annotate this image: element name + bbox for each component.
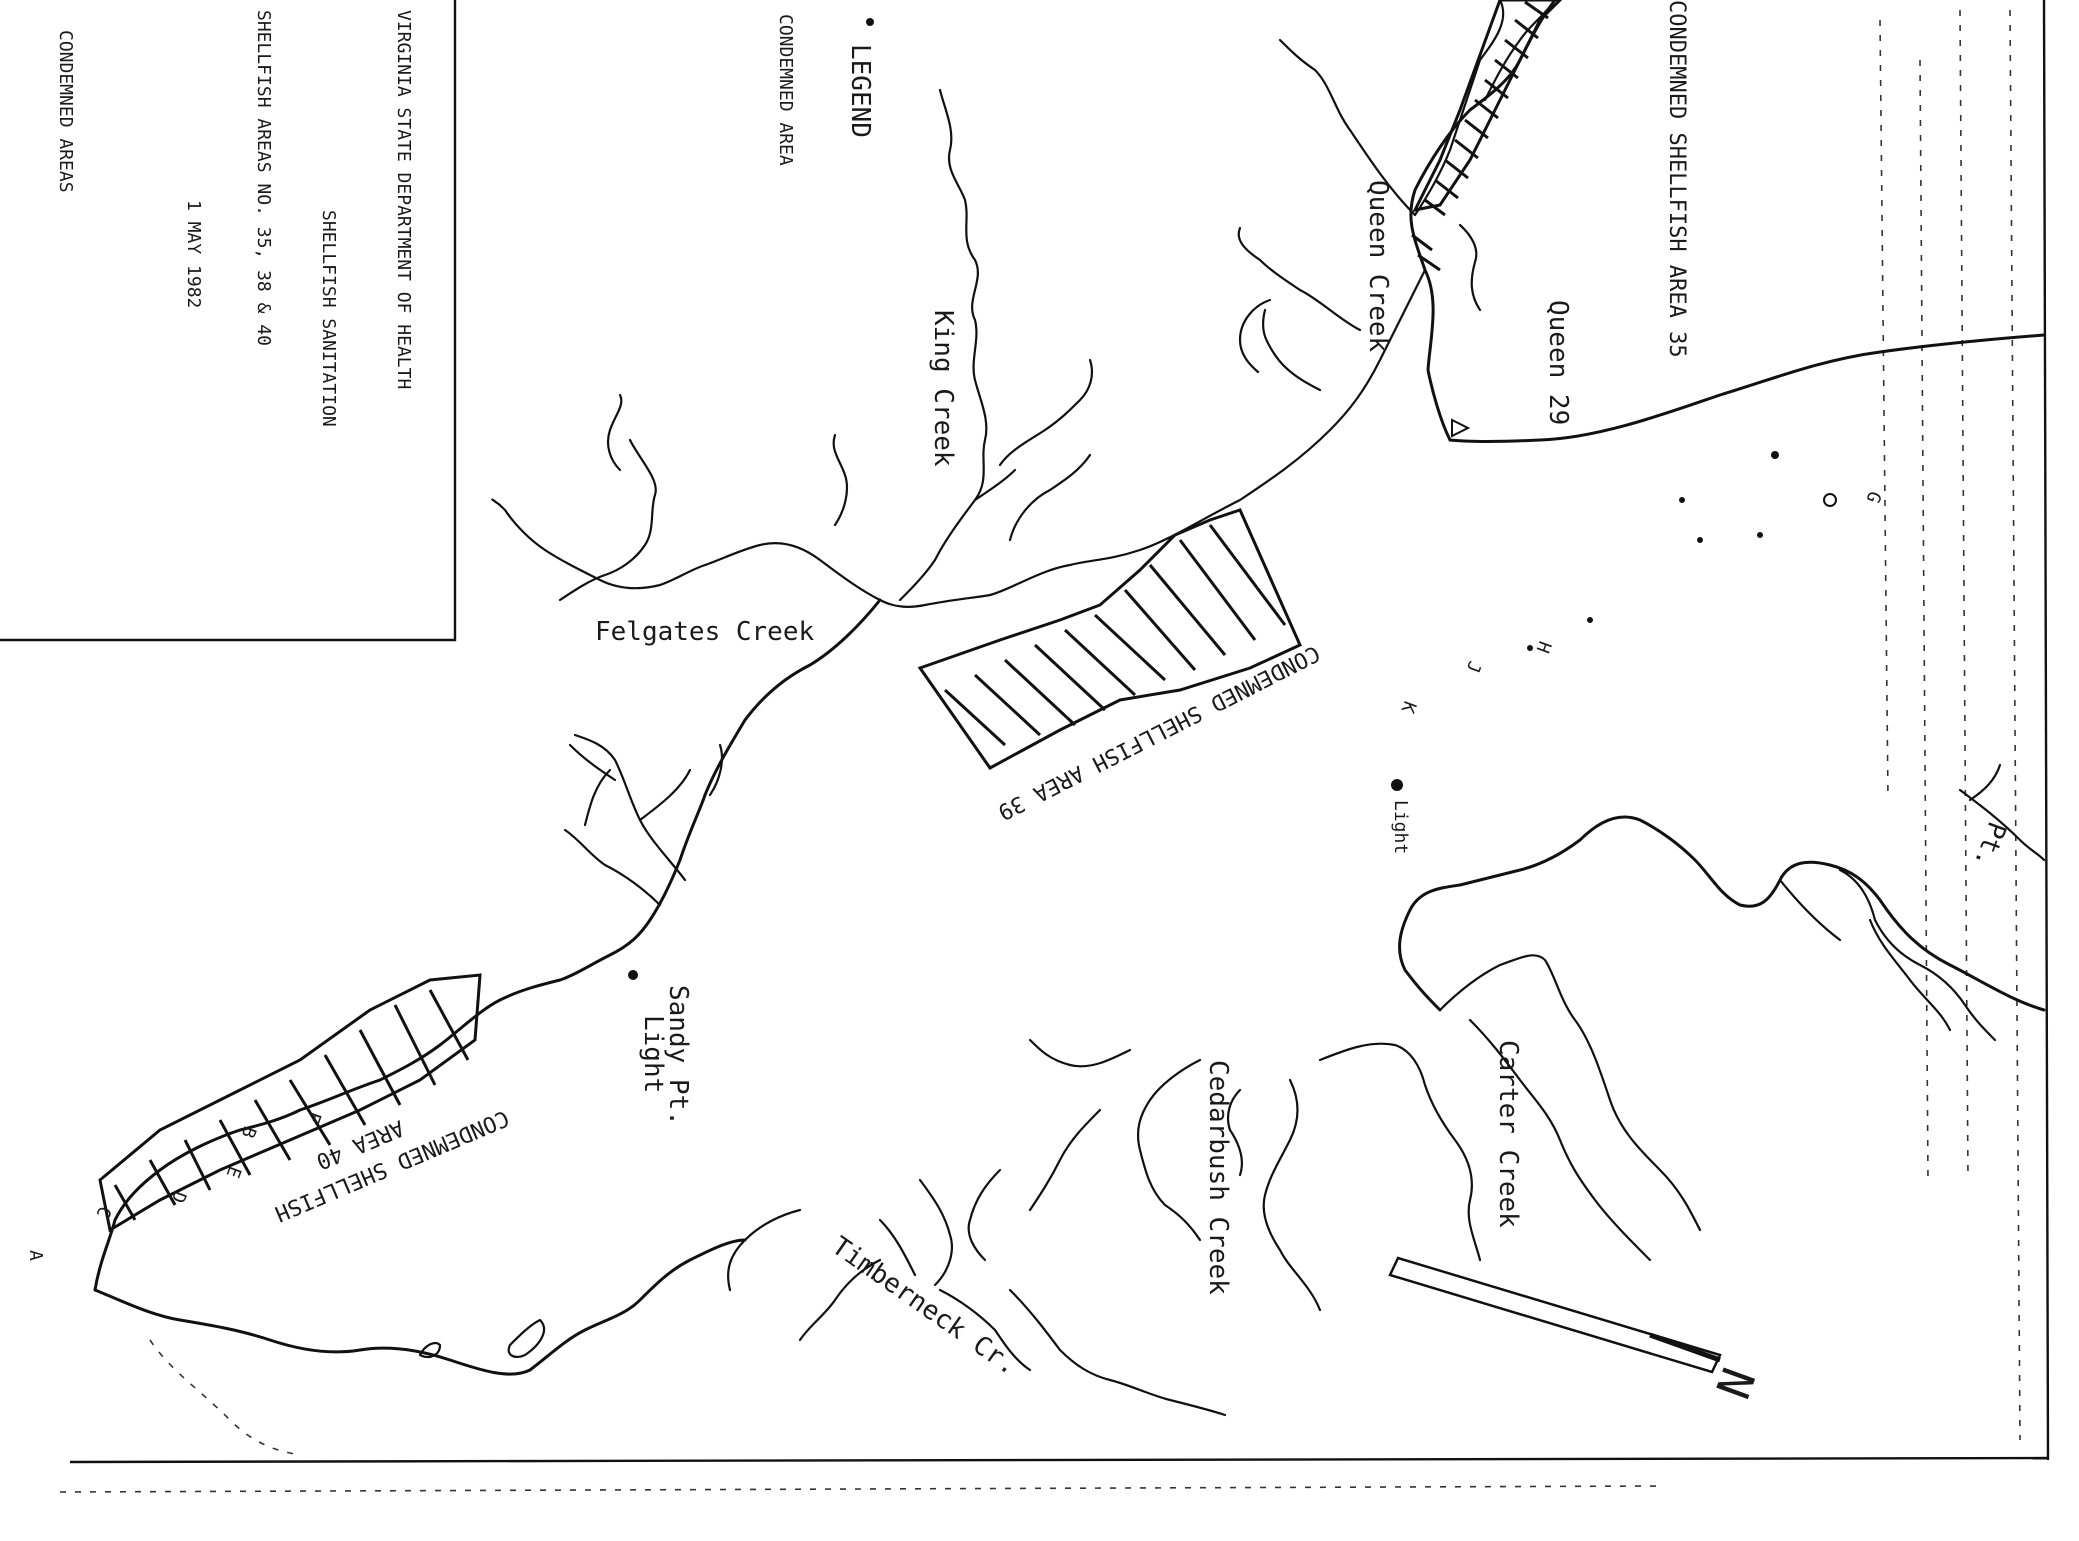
queen-29-label: Queen 29 bbox=[1543, 300, 1573, 425]
north-arrow-letter: N bbox=[1706, 1361, 1766, 1406]
north-arrow: N bbox=[1388, 1256, 1767, 1406]
legend-item: CONDEMNED AREA bbox=[775, 14, 796, 166]
station-letters: A B C D E F G H J K bbox=[25, 488, 1885, 1261]
title-line-4: 1 MAY 1982 bbox=[183, 200, 204, 308]
timberneck-label: Timberneck Cr. bbox=[826, 1231, 1023, 1381]
station-markers bbox=[628, 418, 1837, 980]
station-k: K bbox=[1397, 698, 1420, 716]
station-h: H bbox=[1532, 638, 1555, 655]
felgates-creek-shore bbox=[491, 393, 882, 602]
place-labels: Queen Creek King Creek Felgates Creek Qu… bbox=[595, 180, 2012, 1381]
map-frame bbox=[59, 0, 2050, 1493]
title-line-1: VIRGINIA STATE DEPARTMENT OF HEALTH bbox=[393, 10, 414, 389]
area-35-label: CONDEMNED SHELLFISH AREA 35 bbox=[1664, 0, 1689, 358]
felgates-creek-label: Felgates Creek bbox=[595, 617, 814, 647]
queen-creek-label: Queen Creek bbox=[1363, 180, 1393, 353]
shoreline-south bbox=[93, 763, 2046, 1417]
condemned-area-35 bbox=[1411, 0, 1563, 272]
shoreline-upper bbox=[878, 0, 2046, 608]
title-line-3: SHELLFISH AREAS NO. 35, 38 & 40 bbox=[253, 10, 274, 346]
islands bbox=[149, 1318, 546, 1456]
condemned-area-40: CONDEMNED SHELLFISH AREA 40 bbox=[98, 973, 512, 1233]
point-label: Pt. bbox=[1967, 818, 2011, 872]
station-f: F bbox=[302, 1108, 325, 1125]
sandy-point-light-label: Light bbox=[638, 1015, 668, 1093]
station-c: C bbox=[92, 1203, 115, 1220]
title-line-5: CONDEMNED AREAS bbox=[55, 30, 76, 193]
condemned-area-39: CONDEMNED SHELLFISH AREA 39 bbox=[917, 508, 1324, 825]
title-block: VIRGINIA STATE DEPARTMENT OF HEALTH SHEL… bbox=[0, 0, 457, 642]
station-e: E bbox=[222, 1163, 245, 1180]
station-a: A bbox=[25, 1250, 46, 1261]
carter-creek-label: Carter Creek bbox=[1493, 1040, 1523, 1228]
sandy-point-label: Sandy Pt. bbox=[663, 985, 693, 1126]
cedarbush-creek-label: Cedarbush Creek bbox=[1203, 1060, 1233, 1295]
title-line-2: SHELLFISH SANITATION bbox=[318, 210, 339, 427]
king-creek-shore bbox=[898, 88, 1094, 602]
legend: LEGEND CONDEMNED AREA bbox=[775, 14, 875, 166]
station-d: D bbox=[167, 1188, 190, 1205]
shoreline-west bbox=[93, 598, 882, 1292]
legend-heading: LEGEND bbox=[845, 44, 875, 138]
station-g: G bbox=[1862, 488, 1885, 505]
area-39-label: CONDEMNED SHELLFISH AREA 39 bbox=[994, 640, 1324, 825]
bell-light-label: Light bbox=[1390, 800, 1411, 854]
king-creek-label: King Creek bbox=[928, 310, 958, 467]
station-j: J bbox=[1462, 658, 1485, 675]
